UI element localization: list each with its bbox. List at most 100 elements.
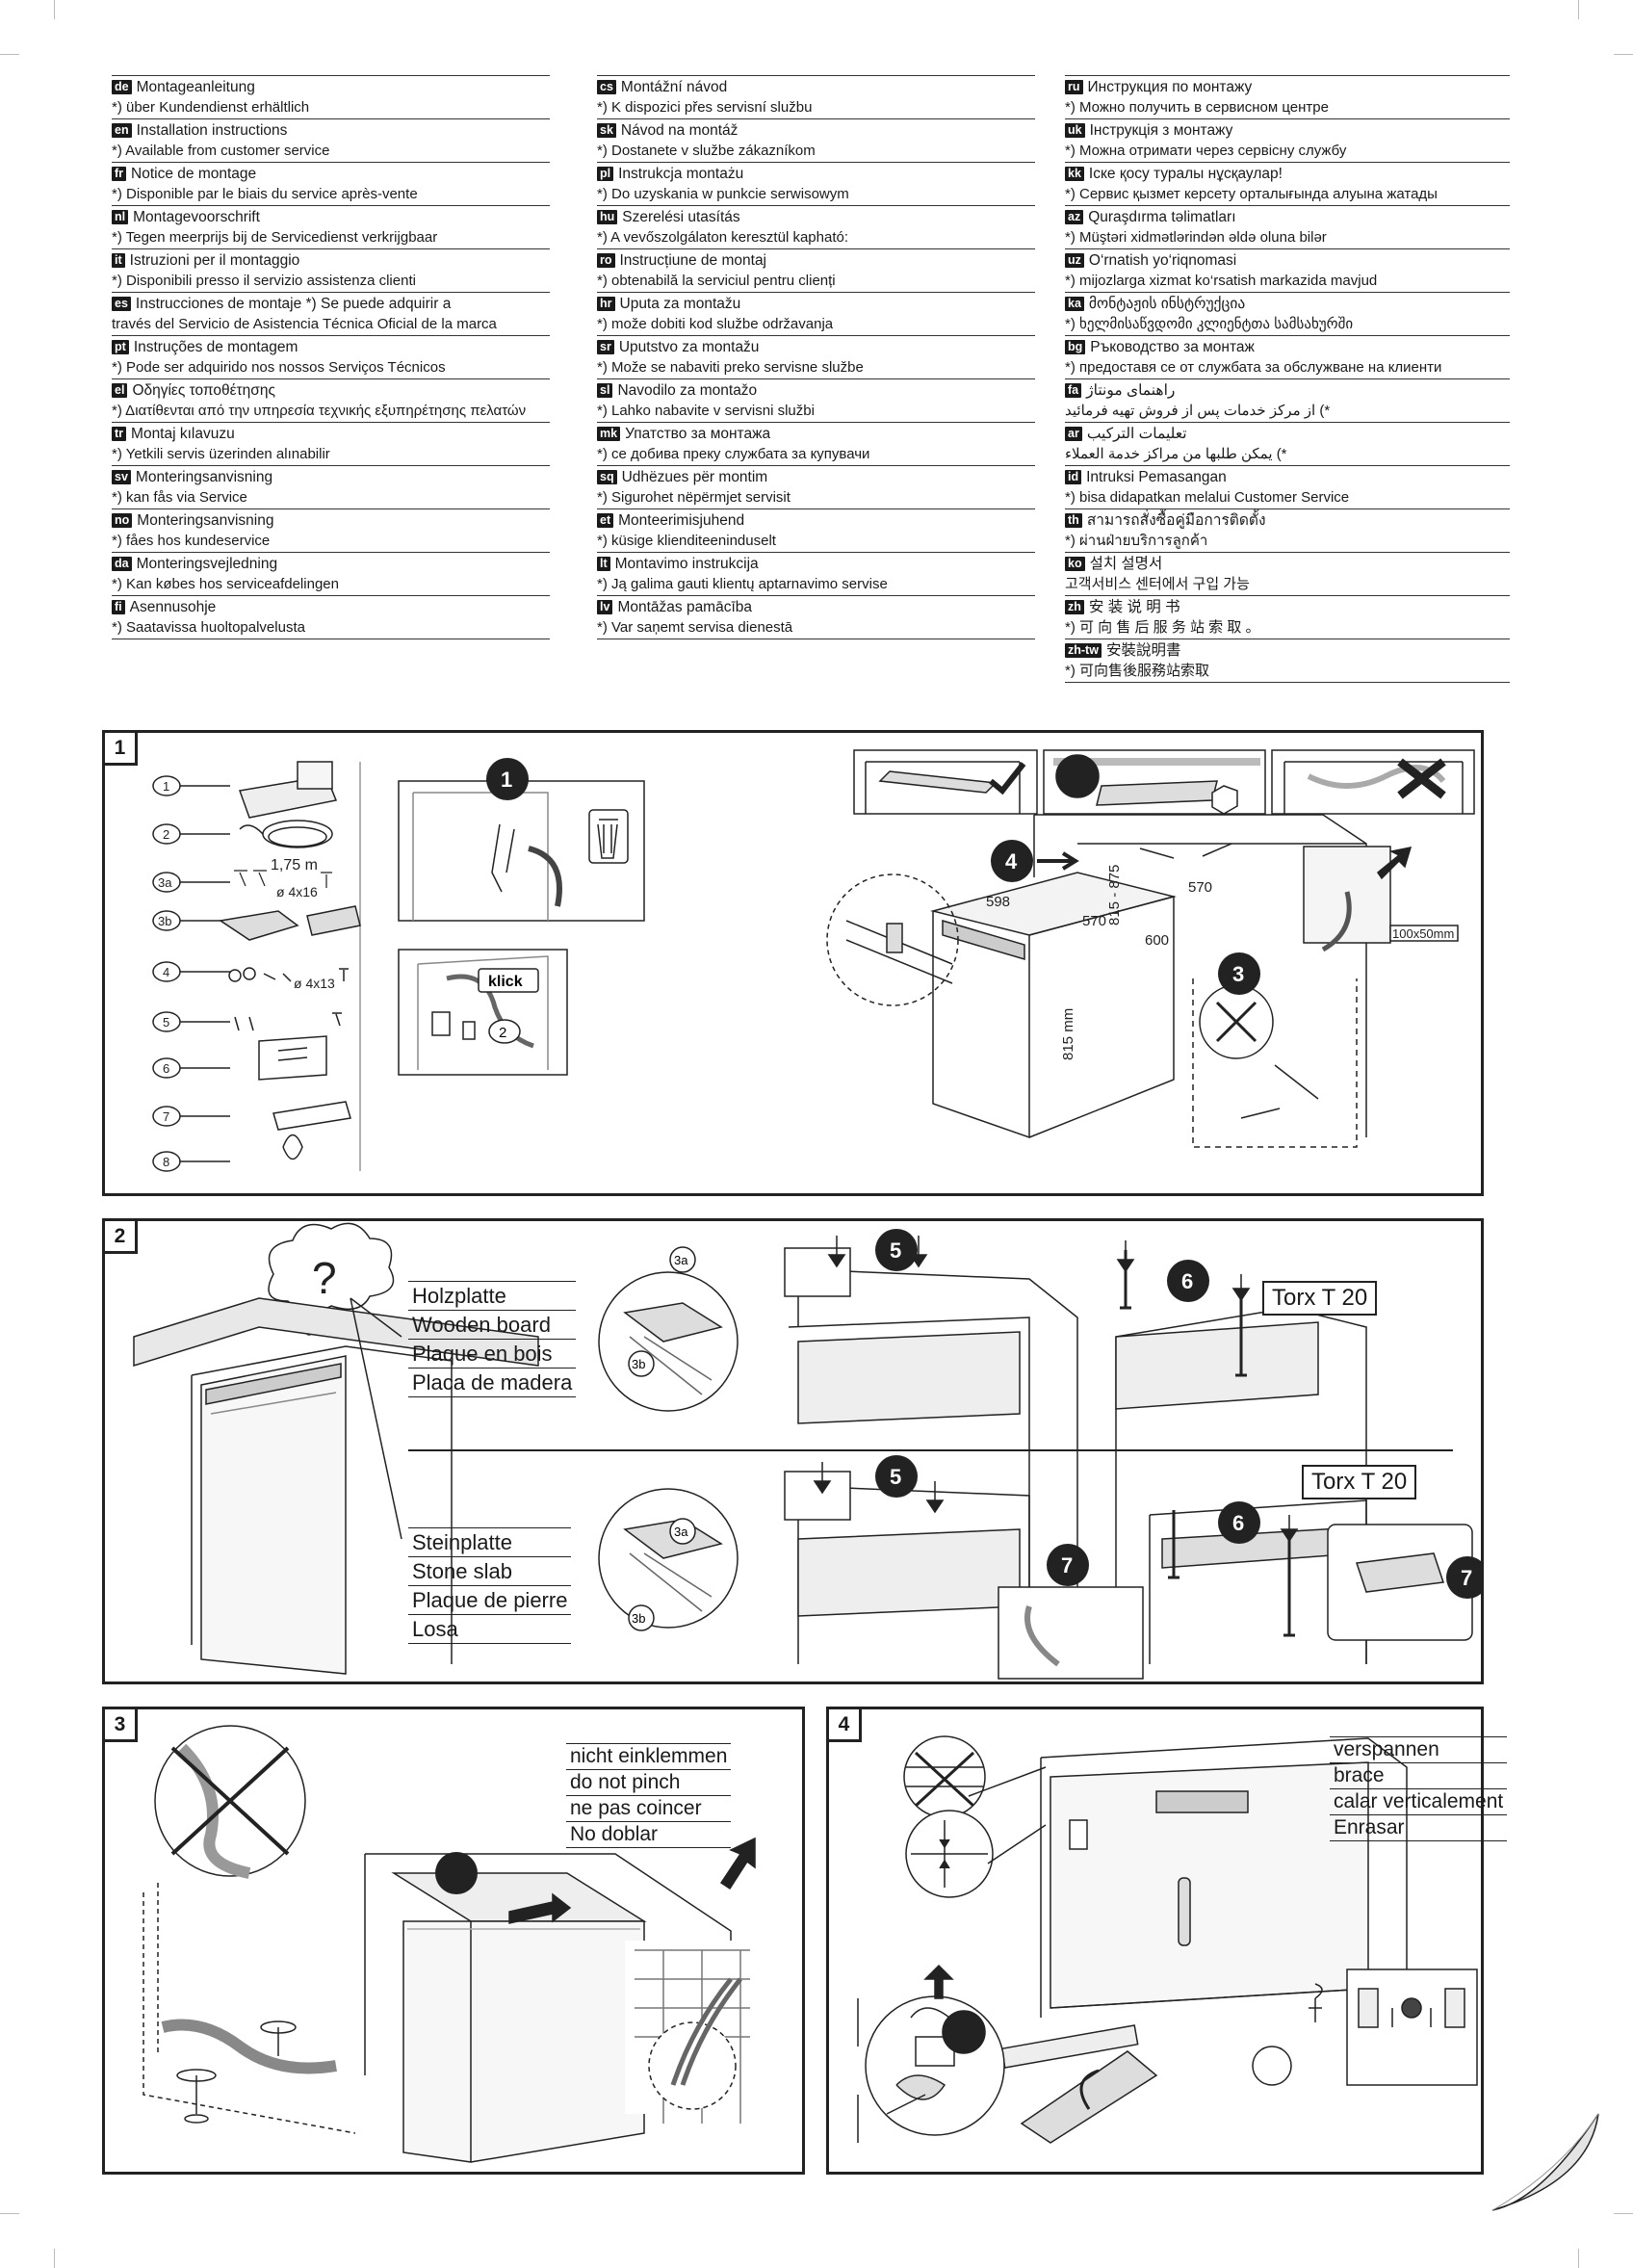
dim-600: 600 [1145,932,1169,949]
language-title: Monteringsvejledning [136,556,278,572]
language-note: *) K dispozici přes servisní službu [597,99,813,116]
language-note: *) Διατίθενται από την υπηρεσία τεχνικής… [112,403,527,419]
step-7-bubble-right: 7 [1461,1566,1472,1590]
language-title: Uputa za montažu [619,296,741,312]
language-title: O‘rnatish yo‘riqnomasi [1088,252,1237,269]
klick-label: klick [488,974,523,990]
label-pinch-es: No doblar [566,1822,732,1848]
label-wood-en: Wooden board [408,1311,577,1340]
language-title: 安 装 说 明 书 [1088,599,1180,615]
language-code-badge: zh-tw [1065,643,1102,658]
step-panel-2: 2 [102,1218,1484,1684]
language-code-badge: uk [1065,123,1085,138]
crop-mark [54,0,55,19]
language-code-badge: th [1065,513,1082,528]
part-number-label: 5 [163,1015,169,1030]
part-3b-upper: 3b [632,1357,645,1371]
language-note: *) mijozlarga xizmat ko‘rsatish markazid… [1065,273,1378,289]
language-note: *) ผ่านฝ่ายบริการลูกค้า [1065,533,1208,549]
language-note: 고객서비스 센터에서 구입 가능 [1065,576,1250,592]
crop-mark [1614,54,1633,55]
language-note: *) obtenabilă la serviciul pentru clienț… [597,273,836,289]
label-stone-fr: Plaque de pierre [408,1586,572,1615]
language-note: *) Ją galima gauti klientų aptarnavimo s… [597,576,888,592]
question-mark: ? [312,1253,337,1303]
language-code-badge: uz [1065,253,1084,268]
language-note: *) Pode ser adquirido nos nossos Serviço… [112,359,446,376]
language-note: *) Kan købes hos serviceafdelingen [112,576,339,592]
language-note: *) über Kundendienst erhältlich [112,99,310,116]
language-title: Asennusohje [129,599,217,615]
language-entry-da: da Monteringsvejledning *) Kan købes hos s… [112,552,550,595]
language-note: *) يمكن طلبها من مراكز خدمة العملاء [1065,446,1287,462]
step-3-bubble: 3 [1232,962,1244,986]
language-note: *) از مرکز خدمات پس از فروش تهیه فرمائید [1065,403,1331,419]
language-title: Quraşdırma təlimatları [1088,209,1236,225]
language-title: สามารถสั่งซื้อคู่มือการติดตั้ง [1086,512,1266,529]
label-stone-de: Steinplatte [408,1527,572,1557]
step-1-bubble: 1 [501,768,512,792]
stone-slab-labels: Steinplatte Stone slab Plaque de pierre … [408,1527,572,1644]
language-code-badge: id [1065,470,1082,484]
torx-label-lower: Torx T 20 [1302,1465,1417,1499]
language-note: través del Servicio de Asistencia Técnic… [112,316,497,332]
language-code-badge: et [597,513,614,528]
language-title: Navodilo za montažo [617,382,758,399]
step-6-bubble-lower: 6 [1232,1511,1244,1535]
language-note: *) Disponible par le biais du service ap… [112,186,418,202]
language-code-badge: sr [597,340,614,354]
language-note: *) Можно получить в сервисном центре [1065,99,1329,116]
language-note: *) Dostanete v službe zákazníkom [597,143,816,159]
language-note: *) Müştəri xidmətlərindən əldə oluna bil… [1065,229,1327,246]
crop-mark [1614,2213,1633,2214]
part-number-label: 3a [158,875,172,890]
language-title: Návod na montáž [620,122,739,139]
language-code-badge: nl [112,210,129,224]
language-code-badge: pt [112,340,129,354]
language-title: Montážní návod [620,79,728,95]
language-note: *) Сервис қызмет керсету орталығында алу… [1065,186,1438,202]
language-code-badge: bg [1065,340,1086,354]
language-note: *) 可 向 售 后 服 务 站 索 取 。 [1065,619,1260,636]
language-title: Montaj kılavuzu [131,426,235,442]
language-code-badge: kk [1065,167,1084,181]
language-title: Instrukcja montażu [618,166,744,182]
label-pinch-en: do not pinch [566,1770,732,1796]
language-code-badge: cs [597,80,616,94]
language-title: Montavimo instrukcija [614,556,759,572]
dim-570-a: 570 [1188,879,1212,896]
language-code-badge: tr [112,427,127,441]
language-code-badge: de [112,80,132,94]
language-title: Инструкция по монтажу [1087,79,1253,95]
step-panel-3: 3 nicht einklemmen do not pinch ne pas c… [102,1707,805,2175]
panel-number: 2 [105,1221,138,1254]
language-code-badge: sl [597,383,613,398]
label-brace-fr: calar verticalement [1330,1789,1508,1815]
label-brace-de: verspannen [1330,1736,1508,1763]
language-code-badge: da [112,557,132,571]
dim-815-875: 815 - 875 [1106,865,1123,925]
language-entry-th: th สามารถสั่งซื้อคู่มือการติดตั้ง *) ผ่านฝ… [1065,508,1510,552]
language-title: Szerelési utasítás [622,209,740,225]
language-code-badge: fi [112,600,125,614]
language-title: Installation instructions [136,122,288,139]
language-title: 安裝說明書 [1105,642,1181,659]
brace-labels: verspannen brace calar verticalement Enr… [1330,1736,1508,1841]
language-note: *) fåes hos kundeservice [112,533,271,549]
label-wood-fr: Plaque en bois [408,1340,577,1369]
dim-570-b: 570 [1082,913,1106,929]
